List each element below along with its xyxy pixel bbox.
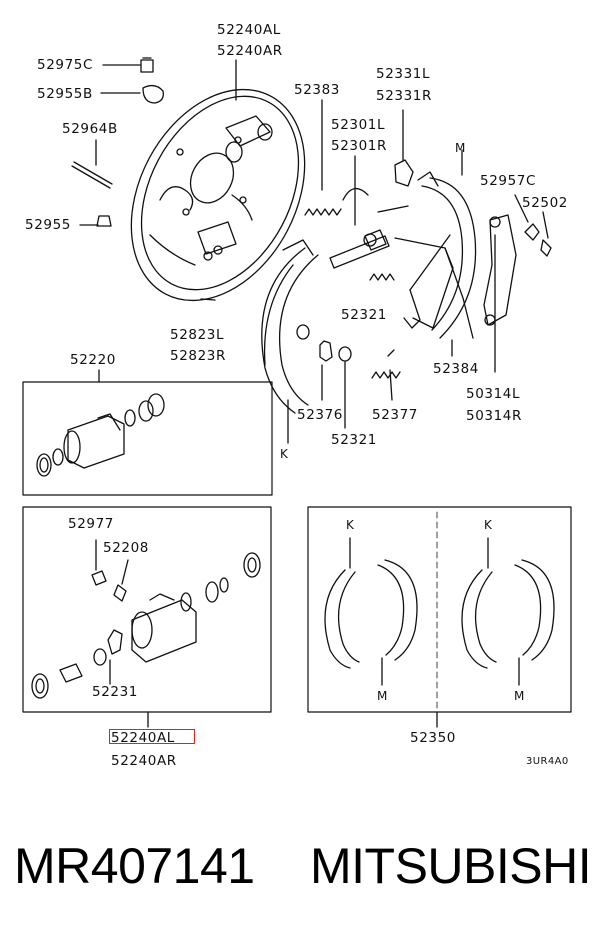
label-wheel-cylinder-l: 52240AL xyxy=(217,22,281,38)
label-marker-k-left: K xyxy=(346,518,355,532)
adjuster-lever xyxy=(394,109,421,329)
label-park-lever-r: 50314R xyxy=(466,408,522,424)
part-number: MR407141 xyxy=(14,838,255,894)
label-park-lever-l: 50314L xyxy=(466,386,521,402)
box-52220 xyxy=(22,369,273,496)
box-wheel-cylinder xyxy=(22,506,272,728)
label-bolt: 52975C xyxy=(37,57,93,73)
brake-shoe-m xyxy=(409,149,477,339)
label-marker-m-top: M xyxy=(455,141,466,155)
label-drawing-code: 3UR4A0 xyxy=(526,756,569,767)
label-spring-a: 52376 xyxy=(297,407,343,423)
box-shoe-set xyxy=(307,506,572,728)
label-bleeder: 52208 xyxy=(103,540,149,556)
label-clip: 52957C xyxy=(480,173,536,189)
label-backing-plate-l: 52823L xyxy=(170,327,225,343)
label-adjuster-l: 52301L xyxy=(331,117,386,133)
label-cyl-kit: 52231 xyxy=(92,684,138,700)
label-cyl-cap: 52977 xyxy=(68,516,114,532)
label-spring-top: 52383 xyxy=(294,82,340,98)
label-marker-k-right: K xyxy=(484,518,493,532)
label-assy-l: 52240AL xyxy=(111,730,175,746)
label-spring-right: 52384 xyxy=(433,361,479,377)
label-lever-l: 52331L xyxy=(376,66,431,82)
label-lever-r: 52331R xyxy=(376,88,432,104)
label-stud: 52964B xyxy=(62,121,118,137)
backing-plate xyxy=(130,88,306,302)
label-wheel-cylinder-r: 52240AR xyxy=(217,43,283,59)
label-cap-small: 52955 xyxy=(25,217,71,233)
brand-name: MITSUBISHI xyxy=(310,838,592,894)
label-cup-upper: 52321 xyxy=(341,307,387,323)
label-spring-b: 52377 xyxy=(372,407,418,423)
label-marker-k-main: K xyxy=(280,447,289,461)
parking-lever xyxy=(444,194,552,373)
springs-and-adjuster xyxy=(296,99,454,429)
brake-shoe-k xyxy=(261,239,319,444)
label-assy-r: 52240AR xyxy=(111,753,177,769)
label-cup-lower: 52321 xyxy=(331,432,377,448)
small-hardware xyxy=(71,57,216,301)
label-cap: 52955B xyxy=(37,86,93,102)
highlight-box xyxy=(109,729,195,744)
label-backing-plate-r: 52823R xyxy=(170,348,226,364)
label-marker-m-right: M xyxy=(514,689,525,703)
wheel-cylinder-on-plate xyxy=(225,59,273,163)
label-marker-m-left: M xyxy=(377,689,388,703)
label-adjuster-r: 52301R xyxy=(331,138,387,154)
label-kit: 52220 xyxy=(70,352,116,368)
label-shoe-set: 52350 xyxy=(410,730,456,746)
label-pin: 52502 xyxy=(522,195,568,211)
